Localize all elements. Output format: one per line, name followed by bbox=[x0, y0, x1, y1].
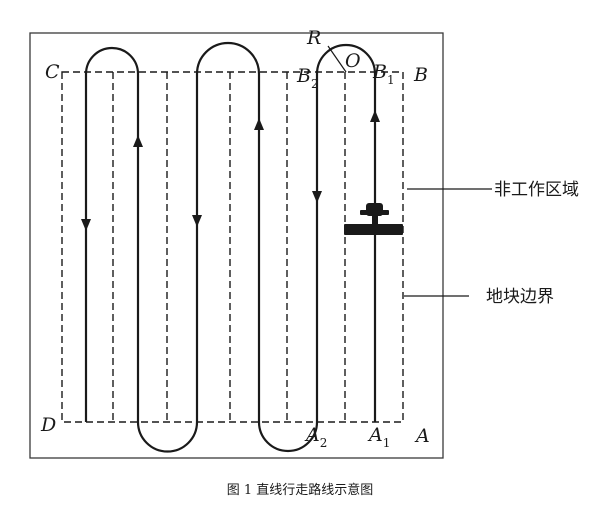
non-work-area-label: 非工作区域 bbox=[494, 180, 579, 200]
outer-boundary bbox=[29, 32, 444, 459]
field-boundary-label: 地块边界 bbox=[486, 287, 554, 307]
label-B2: B2 bbox=[296, 65, 319, 91]
label-D: D bbox=[40, 414, 56, 436]
label-C: C bbox=[45, 61, 60, 83]
arrow-down-icon bbox=[81, 219, 91, 231]
strip-dividers bbox=[112, 72, 346, 422]
arrow-up-icon bbox=[133, 135, 143, 147]
direction-arrows bbox=[81, 110, 380, 231]
figure-caption: 图 1 直线行走路线示意图 bbox=[227, 482, 374, 498]
tractor-icon bbox=[344, 203, 403, 235]
label-A: A bbox=[414, 425, 430, 447]
label-A1: A1 bbox=[367, 424, 390, 450]
inner-dashed-boundary bbox=[61, 71, 404, 423]
arrow-up-icon bbox=[254, 118, 264, 130]
arrow-down-icon bbox=[192, 215, 202, 227]
route-path bbox=[84, 41, 377, 453]
label-B: B bbox=[413, 64, 428, 86]
arrow-down-icon bbox=[312, 191, 322, 203]
radius-line bbox=[327, 45, 347, 73]
label-A2: A2 bbox=[304, 424, 327, 450]
arrow-up-icon bbox=[370, 110, 380, 122]
label-B1: B1 bbox=[372, 61, 395, 87]
label-O: O bbox=[345, 50, 361, 72]
label-R: R bbox=[306, 27, 321, 49]
